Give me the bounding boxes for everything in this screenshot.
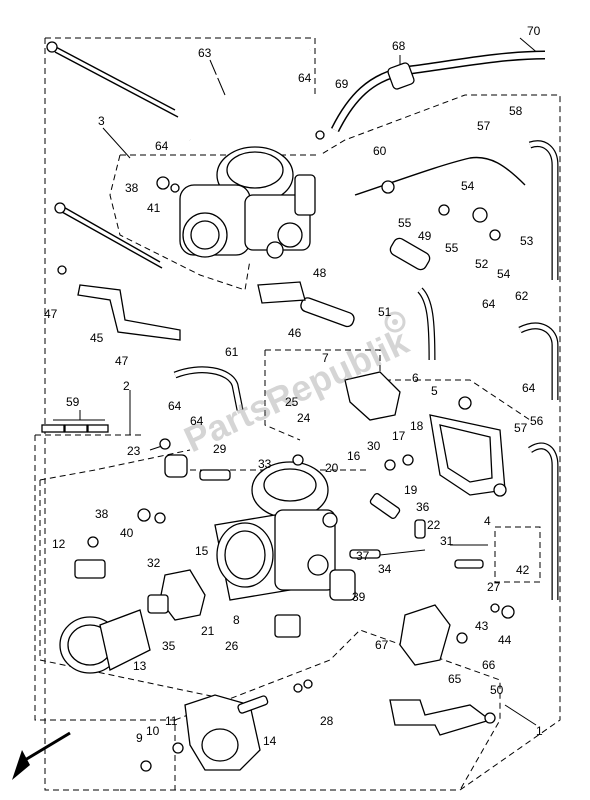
callout-29: 29 <box>213 442 227 456</box>
callout-24: 24 <box>297 411 311 425</box>
callout-66: 66 <box>482 658 496 672</box>
callout-36: 36 <box>416 500 430 514</box>
callout-17: 17 <box>392 429 406 443</box>
callout-57-bottom: 57 <box>514 421 528 435</box>
callout-46: 46 <box>288 326 302 340</box>
callout-54-top: 54 <box>461 179 475 193</box>
callout-42: 42 <box>516 563 530 577</box>
callout-64-d: 64 <box>168 399 182 413</box>
callout-49: 49 <box>418 229 432 243</box>
callout-57-top: 57 <box>477 119 491 133</box>
callout-5: 5 <box>431 384 438 398</box>
callout-70: 70 <box>527 24 541 38</box>
upper-carburetor <box>179 146 316 259</box>
callout-45: 45 <box>90 331 104 345</box>
callout-3: 3 <box>98 114 105 128</box>
callout-8: 8 <box>233 613 240 627</box>
callout-15: 15 <box>195 544 209 558</box>
callout-67: 67 <box>375 638 389 652</box>
callout-38-lower: 38 <box>95 507 109 521</box>
callout-47-top: 47 <box>44 307 58 321</box>
callout-39: 39 <box>352 590 366 604</box>
callout-27: 27 <box>487 580 501 594</box>
callout-25: 25 <box>285 395 299 409</box>
callout-44: 44 <box>498 633 512 647</box>
callout-34: 34 <box>378 562 392 576</box>
callout-38-upper: 38 <box>125 181 139 195</box>
callout-64-c: 64 <box>482 297 496 311</box>
callout-9: 9 <box>136 731 143 745</box>
callout-51: 51 <box>378 305 392 319</box>
callout-54-bottom: 54 <box>497 267 511 281</box>
callout-16: 16 <box>347 449 361 463</box>
callout-48: 48 <box>313 266 327 280</box>
callout-14: 14 <box>263 734 277 748</box>
front-direction-arrow-icon <box>12 731 71 780</box>
gear-watermark-icon <box>384 311 406 333</box>
callout-47-bottom: 47 <box>115 354 129 368</box>
callout-55-left: 55 <box>398 216 412 230</box>
callout-11: 11 <box>165 714 178 728</box>
callout-65: 65 <box>448 672 462 686</box>
callout-6: 6 <box>412 371 419 385</box>
callout-56: 56 <box>530 414 544 428</box>
callout-64-a: 64 <box>298 71 312 85</box>
callout-21: 21 <box>201 624 215 638</box>
callout-23: 23 <box>127 444 141 458</box>
callout-68: 68 <box>392 39 406 53</box>
callout-60: 60 <box>373 144 387 158</box>
callout-12: 12 <box>52 537 66 551</box>
callout-63: 63 <box>198 46 212 60</box>
lower-carburetor <box>214 461 338 601</box>
callout-19: 19 <box>404 483 418 497</box>
callout-59: 59 <box>66 395 80 409</box>
callout-4: 4 <box>484 514 491 528</box>
callout-62: 62 <box>515 289 529 303</box>
callout-31: 31 <box>440 534 454 548</box>
callout-69: 69 <box>335 77 349 91</box>
callout-2: 2 <box>123 379 130 393</box>
parts <box>41 41 559 772</box>
callout-40: 40 <box>120 526 134 540</box>
callout-1: 1 <box>536 724 543 738</box>
callout-7: 7 <box>322 351 329 365</box>
callout-10: 10 <box>146 724 160 738</box>
callout-52: 52 <box>475 257 489 271</box>
callout-18: 18 <box>410 419 424 433</box>
callout-53: 53 <box>520 234 534 248</box>
callout-28: 28 <box>320 714 334 728</box>
callout-64-e: 64 <box>190 414 204 428</box>
callout-64-b: 64 <box>155 139 169 153</box>
callout-43: 43 <box>475 619 489 633</box>
callout-37: 37 <box>356 549 370 563</box>
callout-50: 50 <box>490 683 504 697</box>
callout-61: 61 <box>225 345 239 359</box>
callout-41: 41 <box>147 201 161 215</box>
callout-58: 58 <box>509 104 523 118</box>
callout-55-right: 55 <box>445 241 459 255</box>
callout-35: 35 <box>162 639 176 653</box>
callout-26: 26 <box>225 639 239 653</box>
callout-13: 13 <box>133 659 147 673</box>
callout-22: 22 <box>427 518 441 532</box>
callout-20: 20 <box>325 461 339 475</box>
callout-30: 30 <box>367 439 381 453</box>
callout-64-f: 64 <box>522 381 536 395</box>
callout-32: 32 <box>147 556 161 570</box>
callout-33: 33 <box>258 457 272 471</box>
callout-labels: 1 2 3 4 5 6 7 8 9 10 11 12 13 14 15 16 1… <box>44 24 544 748</box>
